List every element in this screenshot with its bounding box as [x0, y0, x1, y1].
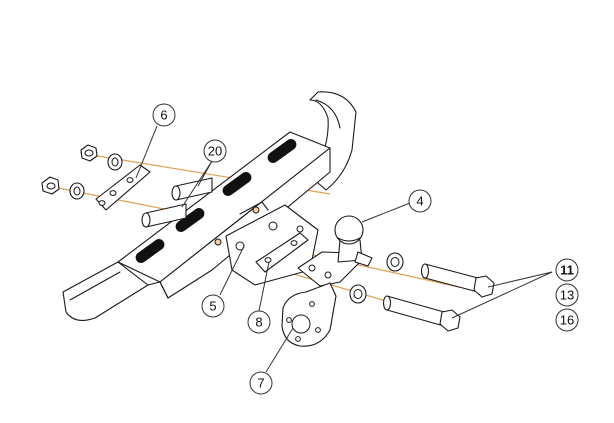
callout-8: 8 — [247, 310, 271, 334]
callout-6-label: 6 — [160, 108, 167, 123]
callout-13: 13 — [555, 283, 579, 307]
callout-4-label: 4 — [416, 194, 423, 209]
callout-7-label: 7 — [257, 376, 264, 391]
tow-ball-assembly — [297, 215, 373, 287]
callout-8-label: 8 — [255, 315, 262, 330]
callout-6: 6 — [152, 103, 176, 127]
socket-plate — [281, 282, 337, 347]
callout-4: 4 — [408, 189, 432, 213]
callout-11: 11 — [555, 258, 579, 282]
callout-16-label: 16 — [560, 313, 574, 328]
callout-20-label: 20 — [208, 144, 222, 159]
bolts-right — [382, 263, 495, 332]
callout-5-label: 5 — [209, 299, 216, 314]
callout-7: 7 — [249, 371, 273, 395]
callout-16: 16 — [555, 308, 579, 332]
leader-lines — [135, 125, 553, 373]
clamp-plate-left — [95, 164, 151, 211]
nuts-and-washers-left — [41, 144, 123, 200]
beam-slots — [135, 139, 297, 263]
callout-5: 5 — [201, 294, 225, 318]
callout-20: 20 — [203, 139, 227, 163]
callout-13-label: 13 — [560, 288, 574, 303]
callout-11-label: 11 — [560, 263, 574, 278]
washers-right — [349, 252, 404, 304]
